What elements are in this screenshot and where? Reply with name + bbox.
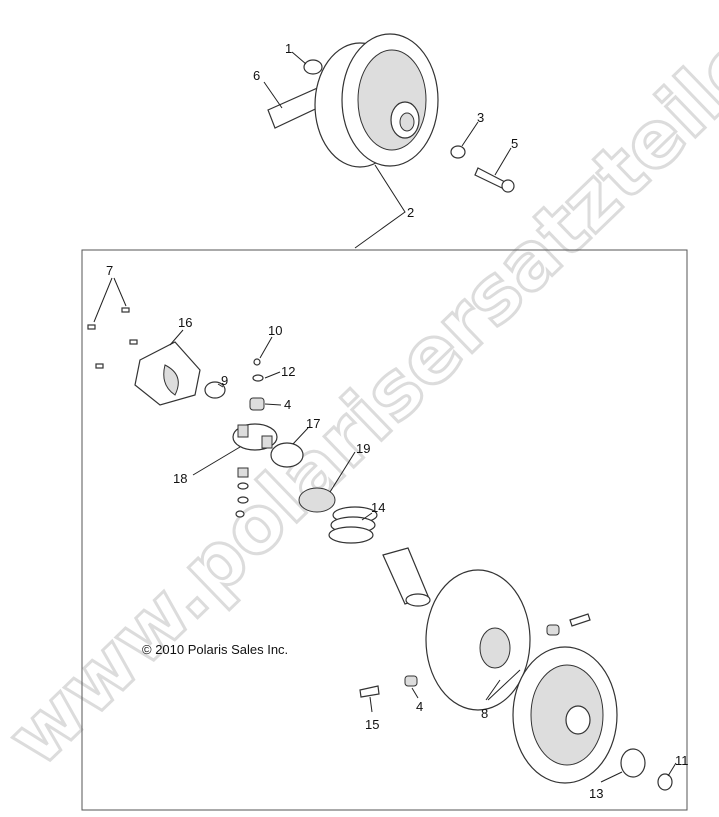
bearing: [620, 748, 646, 778]
callout-3: 3: [477, 110, 484, 125]
copyright-text: © 2010 Polaris Sales Inc.: [142, 642, 288, 657]
sheave-fixed: [425, 569, 531, 711]
callout-19: 19: [356, 441, 370, 456]
o-ring: [303, 59, 323, 75]
roller-3: [404, 675, 418, 687]
callout-14: 14: [371, 500, 385, 515]
bolt-3: [359, 685, 380, 698]
callout-11: 11: [675, 753, 689, 768]
assembly-frame: [81, 249, 688, 811]
bolt: [474, 167, 515, 193]
callout-9: 9: [221, 373, 228, 388]
callout-7: 7: [106, 263, 113, 278]
leader-lines: [93, 51, 677, 783]
callout-15: 15: [365, 717, 379, 732]
washer-small: [252, 374, 264, 382]
driven-clutch-assembly: [314, 33, 439, 168]
roller: [249, 397, 265, 411]
screws: [87, 307, 138, 369]
bolt-2: [569, 613, 591, 627]
callout-8: 8: [481, 706, 488, 721]
callout-4: 4: [284, 397, 291, 412]
spider: [232, 423, 278, 451]
callout-16: 16: [178, 315, 192, 330]
bushing-plate: [270, 442, 304, 468]
snap-ring: [204, 381, 226, 399]
callout-1: 1: [285, 41, 292, 56]
callout-4-lower: 4: [416, 699, 423, 714]
callout-17: 17: [306, 416, 320, 431]
callout-18: 18: [173, 471, 187, 486]
shaft: [382, 547, 431, 607]
washer: [450, 145, 466, 159]
retaining-ring: [657, 773, 673, 791]
callout-6: 6: [253, 68, 260, 83]
pin: [253, 358, 261, 366]
callout-5: 5: [511, 136, 518, 151]
spring: [328, 506, 378, 544]
cover-plate: [134, 341, 201, 406]
spider-small-parts: [235, 467, 249, 518]
roller-2: [546, 624, 560, 636]
callout-2: 2: [407, 205, 414, 220]
callout-13: 13: [589, 786, 603, 801]
sheave-moveable: [512, 646, 618, 784]
callout-12: 12: [281, 364, 295, 379]
callout-10: 10: [268, 323, 282, 338]
washer-large: [298, 487, 336, 513]
